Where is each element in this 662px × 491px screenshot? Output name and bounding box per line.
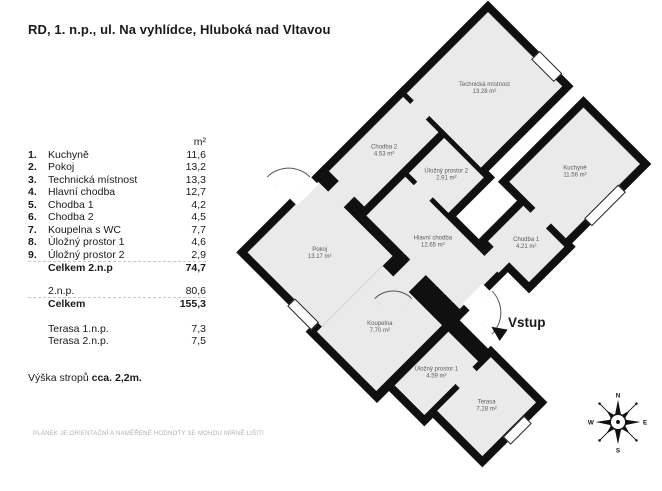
compass-rose-icon: N E S W [588,392,647,454]
svg-text:N: N [616,392,621,399]
disclaimer-text: PLÁNEK JE ORIENTAČNÍ A NAMĚŘENÉ HODNOTY … [33,431,265,437]
svg-text:S: S [616,448,620,454]
area-unit-label: m² [193,136,206,148]
legend-second-floor-row: 2.n.p. 80,6 [48,284,206,297]
svg-text:W: W [588,419,594,426]
legend-terrace-row: Terasa 1.n.p. 7,3 [48,322,206,335]
legend-total-row: Celkem 155,3 [28,297,206,311]
ceiling-height-note: Výška stropů cca. 2,2m. [28,371,142,384]
legend-terrace-row: Terasa 2.n.p. 7,5 [48,335,206,347]
legend-subtotal-row: Celkem 2.n.p 74,7 [28,261,206,275]
legend-header: m² [28,136,206,149]
entrance-marker: Vstup [487,315,546,342]
svg-text:E: E [643,419,647,426]
entrance-label: Vstup [508,315,546,330]
page-title: RD, 1. n.p., ul. Na vyhlídce, Hluboká na… [28,22,331,37]
